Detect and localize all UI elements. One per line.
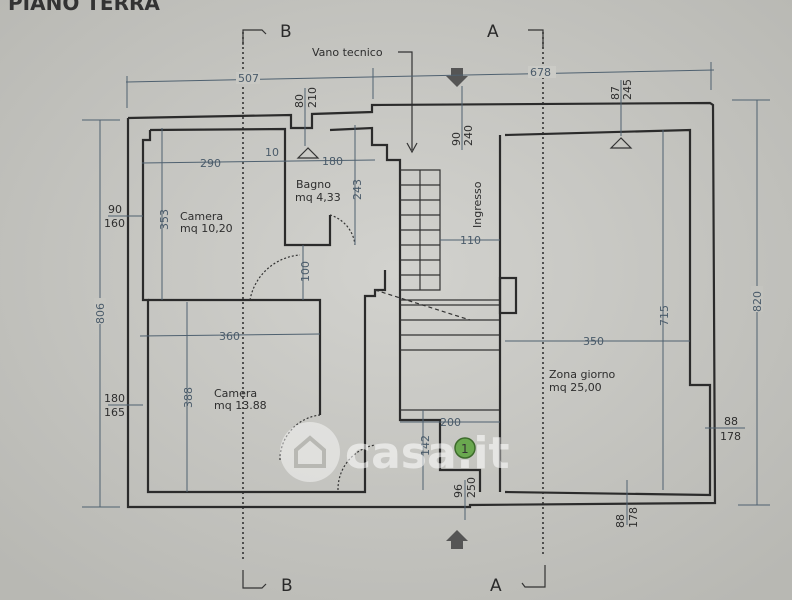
window-width: 87 — [609, 86, 622, 100]
dim-camera2-height: 388 — [182, 387, 195, 408]
entrance-arrow-top-icon — [446, 68, 468, 87]
room-camera1-area: mq 10,20 — [180, 222, 233, 235]
window-height: 240 — [462, 125, 475, 146]
entrance-arrow-bottom-icon — [446, 530, 468, 549]
section-a-top-label: A — [487, 22, 499, 42]
window-camera2: 180 165 — [104, 392, 125, 419]
room-zona-giorno-name: Zona giorno — [549, 368, 616, 381]
door-height: 250 — [465, 477, 478, 498]
door-width: 96 — [452, 484, 465, 498]
room-camera2-area: mq 13.88 — [214, 399, 267, 412]
dim-camera2-width: 360 — [219, 330, 240, 343]
house-icon — [294, 435, 326, 468]
window-bagno: 80 210 — [293, 87, 319, 108]
window-zona-bottom: 88 178 — [614, 507, 640, 528]
section-b: B B — [242, 22, 293, 596]
watermark-text: casa.it — [345, 428, 509, 479]
leader-arrowhead-icon — [406, 142, 418, 154]
window-height: 160 — [104, 217, 125, 230]
marker-badge: 1 — [454, 437, 476, 459]
walls — [126, 101, 717, 509]
dim-corridor: 100 — [299, 261, 312, 282]
vano-tecnico-leader — [398, 51, 413, 150]
window-height: 178 — [720, 430, 741, 443]
dim-camera1-height: 353 — [158, 209, 171, 230]
room-camera1-name: Camera — [180, 210, 223, 223]
section-b-top-label: B — [280, 22, 292, 42]
window-height: 245 — [621, 79, 634, 100]
dim-top-right: 678 — [530, 66, 551, 79]
window-width: 90 — [108, 203, 122, 216]
window-camera1: 90 160 — [104, 203, 125, 230]
dim-landing-height: 142 — [419, 435, 432, 456]
door-entry: 96 250 — [452, 477, 478, 498]
window-width: 180 — [104, 392, 125, 405]
watermark-logo: casa.it — [280, 422, 509, 482]
room-zona-giorno-area: mq 25,00 — [549, 381, 602, 394]
window-height: 210 — [306, 87, 319, 108]
vano-tecnico-label: Vano tecnico — [312, 46, 383, 59]
dim-zona-height: 715 — [658, 305, 671, 326]
dim-camera1-width: 290 — [200, 157, 221, 170]
dim-wall-10: 10 — [265, 146, 279, 159]
window-zona-top: 87 245 — [609, 79, 634, 100]
window-width: 88 — [724, 415, 738, 428]
section-a-bottom-label: A — [490, 576, 502, 596]
window-height: 178 — [627, 507, 640, 528]
dim-ingresso-width: 110 — [460, 234, 481, 247]
dim-bagno-width: 180 — [322, 155, 343, 168]
dim-landing-width: 200 — [440, 416, 461, 429]
dim-zona-width: 350 — [583, 335, 604, 348]
section-b-bottom-label: B — [281, 576, 293, 596]
window-width: 90 — [450, 132, 463, 146]
marker-number: 1 — [461, 442, 469, 456]
room-bagno-name: Bagno — [296, 178, 331, 191]
room-camera2-name: Camera — [214, 387, 257, 400]
room-ingresso-name: Ingresso — [471, 181, 484, 228]
dimension-left: 806 — [82, 119, 120, 508]
dim-left-total: 806 — [94, 303, 107, 324]
room-bagno-area: mq 4,33 — [295, 191, 341, 204]
inner-dimensions — [108, 80, 745, 525]
dim-top-left: 507 — [238, 72, 259, 85]
light-point-zona-icon — [609, 137, 633, 149]
window-width: 80 — [293, 94, 306, 108]
dimension-top: 507 678 — [125, 62, 715, 108]
window-ingresso: 90 240 — [450, 125, 475, 146]
dim-right-total: 820 — [751, 291, 764, 312]
window-zona-right: 88 178 — [720, 415, 741, 443]
window-width: 88 — [614, 514, 627, 528]
dimension-right: 820 — [732, 99, 770, 506]
light-point-bagno-icon — [296, 147, 320, 159]
window-height: 165 — [104, 406, 125, 419]
plan-title: PIANO TERRA — [8, 0, 160, 15]
dim-bagno-height: 243 — [351, 179, 364, 200]
section-a: A A — [487, 22, 546, 596]
